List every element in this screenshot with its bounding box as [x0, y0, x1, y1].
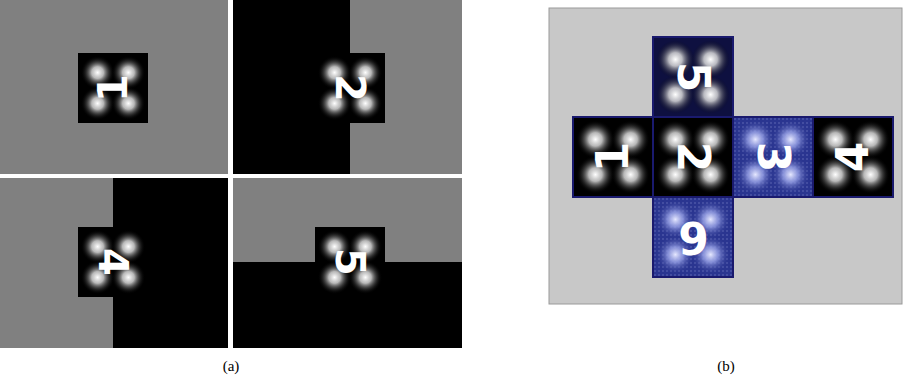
panel-ground [0, 0, 228, 174]
square-fill [653, 117, 733, 197]
face-number: 6 [678, 215, 709, 259]
square-fill [653, 37, 733, 117]
numbered-square: 1 [573, 117, 653, 197]
numbered-square: 4 [813, 117, 893, 197]
numbered-square: 3 [733, 117, 813, 197]
glow-square [315, 227, 385, 297]
glow-square [733, 117, 813, 197]
face-number: 2 [330, 74, 370, 102]
net-panel [549, 8, 902, 304]
square-fill [315, 53, 385, 123]
numbered-square: 2 [315, 53, 385, 123]
face-number: 5 [671, 62, 715, 93]
numbered-square: 5 [653, 37, 733, 117]
face-number: 3 [751, 142, 795, 173]
panel-caption: (b) [717, 358, 735, 375]
face-number: 5 [330, 248, 370, 276]
glow-square [573, 117, 653, 197]
numbered-square: 2 [653, 117, 733, 197]
square-fill [78, 227, 148, 297]
glow-square [653, 117, 733, 197]
panel-caption: (a) [223, 358, 240, 375]
panel-ground [233, 178, 462, 348]
panel-ground [0, 178, 228, 348]
face-number: 4 [831, 142, 875, 173]
glow-square [315, 53, 385, 123]
face-number: 1 [93, 74, 133, 102]
numbered-square: 4 [78, 227, 148, 297]
glow-square [653, 197, 733, 277]
dot-texture [733, 117, 813, 197]
panel-ground [233, 0, 462, 174]
square-fill [78, 53, 148, 123]
square-fill [733, 117, 813, 197]
face-number: 1 [591, 142, 635, 173]
glow-square [78, 227, 148, 297]
square-fill [573, 117, 653, 197]
glow-square [813, 117, 893, 197]
square-fill [813, 117, 893, 197]
dot-texture [653, 197, 733, 277]
square-fill [315, 227, 385, 297]
glow-square [653, 37, 733, 117]
numbered-square: 1 [78, 53, 148, 123]
face-number: 4 [93, 248, 133, 276]
numbered-square: 5 [315, 227, 385, 297]
face-number: 2 [671, 142, 715, 173]
glow-square [78, 53, 148, 123]
square-fill [653, 197, 733, 277]
numbered-square: 6 [653, 197, 733, 277]
